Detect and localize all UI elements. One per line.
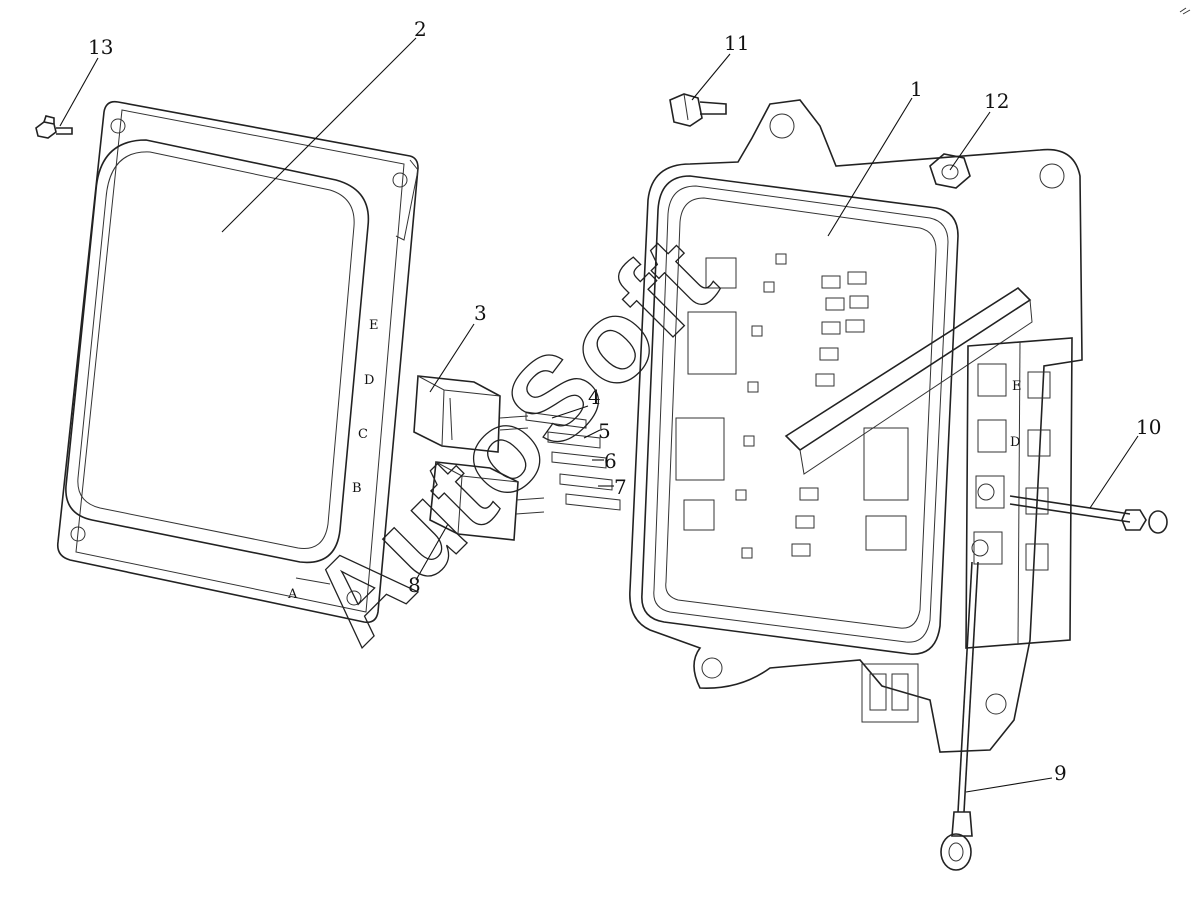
cover-letter-c: C [358, 427, 368, 442]
callout-13: 13 [88, 35, 113, 59]
cover-letter-e: E [369, 318, 379, 333]
bolt-11 [669, 93, 727, 127]
bolt-10 [1009, 495, 1168, 534]
callout-9: 9 [1054, 761, 1067, 785]
callout-12: 12 [984, 89, 1009, 113]
nut-12 [929, 153, 971, 189]
callout-1: 1 [910, 77, 923, 101]
ground-strap-9 [940, 561, 979, 871]
cover-2 [56, 100, 419, 624]
callout-6: 6 [604, 449, 617, 473]
relay-3 [413, 375, 529, 453]
callout-5: 5 [598, 419, 611, 443]
corner-mark [1179, 7, 1191, 15]
screw-13 [35, 115, 73, 139]
box-terminal-labels: E D [1010, 379, 1022, 450]
junction-box-1 [629, 99, 1083, 753]
cover-letter-a: A [287, 587, 298, 602]
callout-numbers: 2 13 3 4 5 6 7 8 11 1 12 10 9 [88, 17, 1161, 785]
cover-letter-d: D [364, 373, 374, 388]
fuses-4-7 [525, 411, 621, 511]
callout-2: 2 [414, 17, 427, 41]
callout-10: 10 [1136, 415, 1161, 439]
box-letter-d: D [1010, 435, 1020, 450]
cover-letter-b: B [352, 481, 362, 496]
callout-7: 7 [614, 475, 627, 499]
watermark: AutoSoft [285, 212, 742, 669]
box-letter-e: E [1012, 379, 1022, 394]
callout-11: 11 [724, 31, 749, 55]
callout-8: 8 [408, 573, 421, 597]
callout-3: 3 [474, 301, 487, 325]
callout-4: 4 [588, 385, 601, 409]
relay-8 [429, 461, 545, 541]
cover-terminal-labels: E D C B A [287, 318, 379, 602]
leader-lines [59, 37, 1139, 793]
